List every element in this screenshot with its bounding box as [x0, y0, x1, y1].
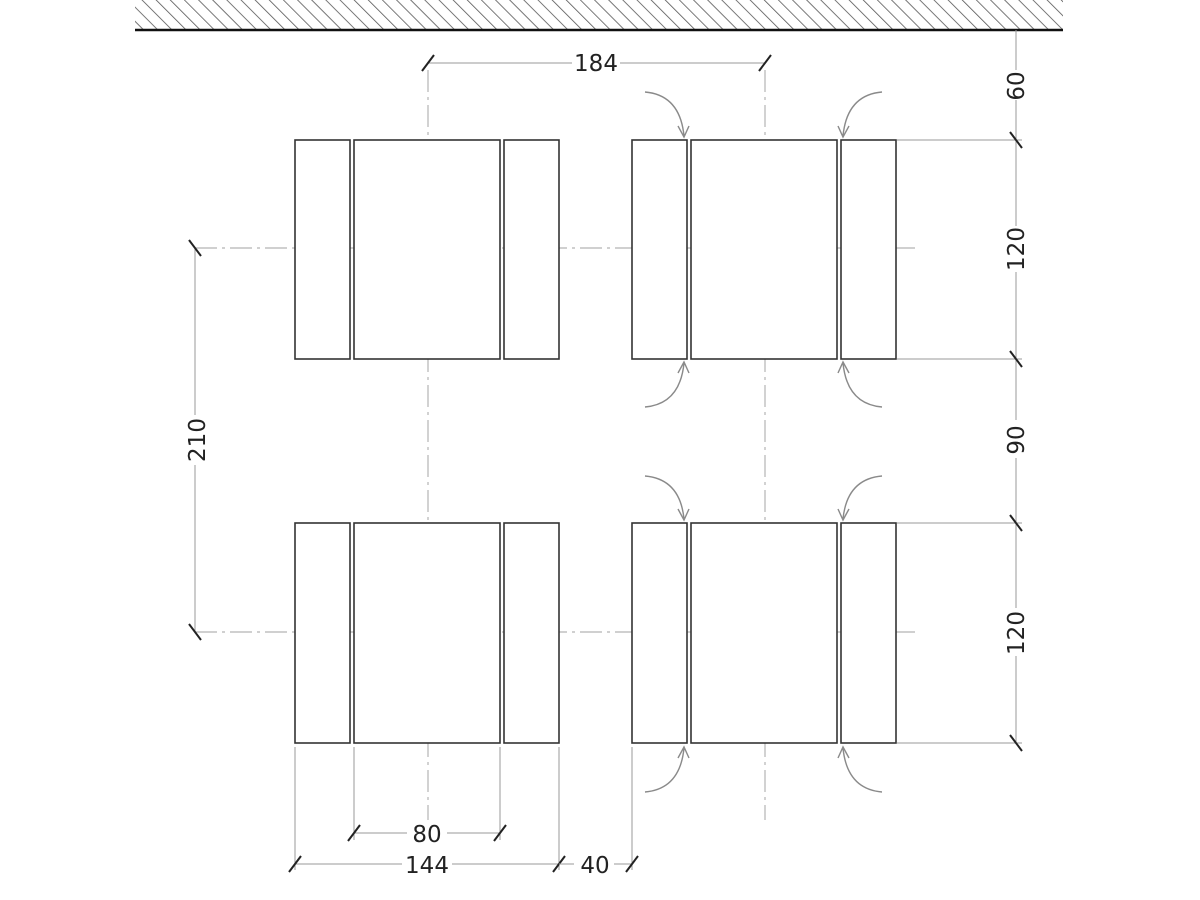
dimension-top-spacing: 184 — [421, 51, 772, 77]
dimension-label-40: 40 — [580, 853, 609, 879]
table — [353, 522, 501, 744]
entry-arrows — [644, 91, 883, 793]
arrow-icon — [837, 360, 883, 408]
arrow-icon — [644, 475, 690, 522]
dimension-label-210: 210 — [185, 418, 211, 462]
bench-right — [503, 139, 560, 360]
dimension-row-pitch: 210 — [185, 239, 211, 641]
bench-right — [840, 522, 897, 744]
table-set-top-right — [631, 139, 897, 360]
table — [690, 139, 838, 360]
wall — [135, 0, 1063, 32]
table-set-bottom-right — [631, 522, 897, 744]
table — [690, 522, 838, 744]
dimension-chain-right: 60 120 90 120 — [897, 30, 1030, 752]
arrow-icon — [837, 91, 883, 139]
wall-hatch — [135, 0, 1063, 30]
table — [353, 139, 501, 360]
dimension-label-120-bottom: 120 — [1004, 611, 1030, 655]
arrow-icon — [837, 475, 883, 522]
bench-left — [631, 522, 688, 744]
arrow-icon — [837, 745, 883, 793]
bench-left — [294, 522, 351, 744]
bench-left — [631, 139, 688, 360]
arrow-icon — [644, 360, 690, 408]
arrow-icon — [644, 745, 690, 793]
bench-left — [294, 139, 351, 360]
dimension-bottom: 80 144 40 — [288, 747, 639, 879]
dimension-label-120-top: 120 — [1004, 227, 1030, 271]
dimension-label-80: 80 — [412, 822, 441, 848]
bench-right — [840, 139, 897, 360]
table-set-bottom-left — [294, 522, 560, 744]
dimension-label-184: 184 — [574, 51, 618, 77]
dimension-label-144: 144 — [405, 853, 449, 879]
dimension-label-60: 60 — [1004, 71, 1030, 100]
table-set-top-left — [294, 139, 560, 360]
arrow-icon — [644, 91, 690, 139]
dimension-label-90: 90 — [1004, 425, 1030, 454]
bench-right — [503, 522, 560, 744]
